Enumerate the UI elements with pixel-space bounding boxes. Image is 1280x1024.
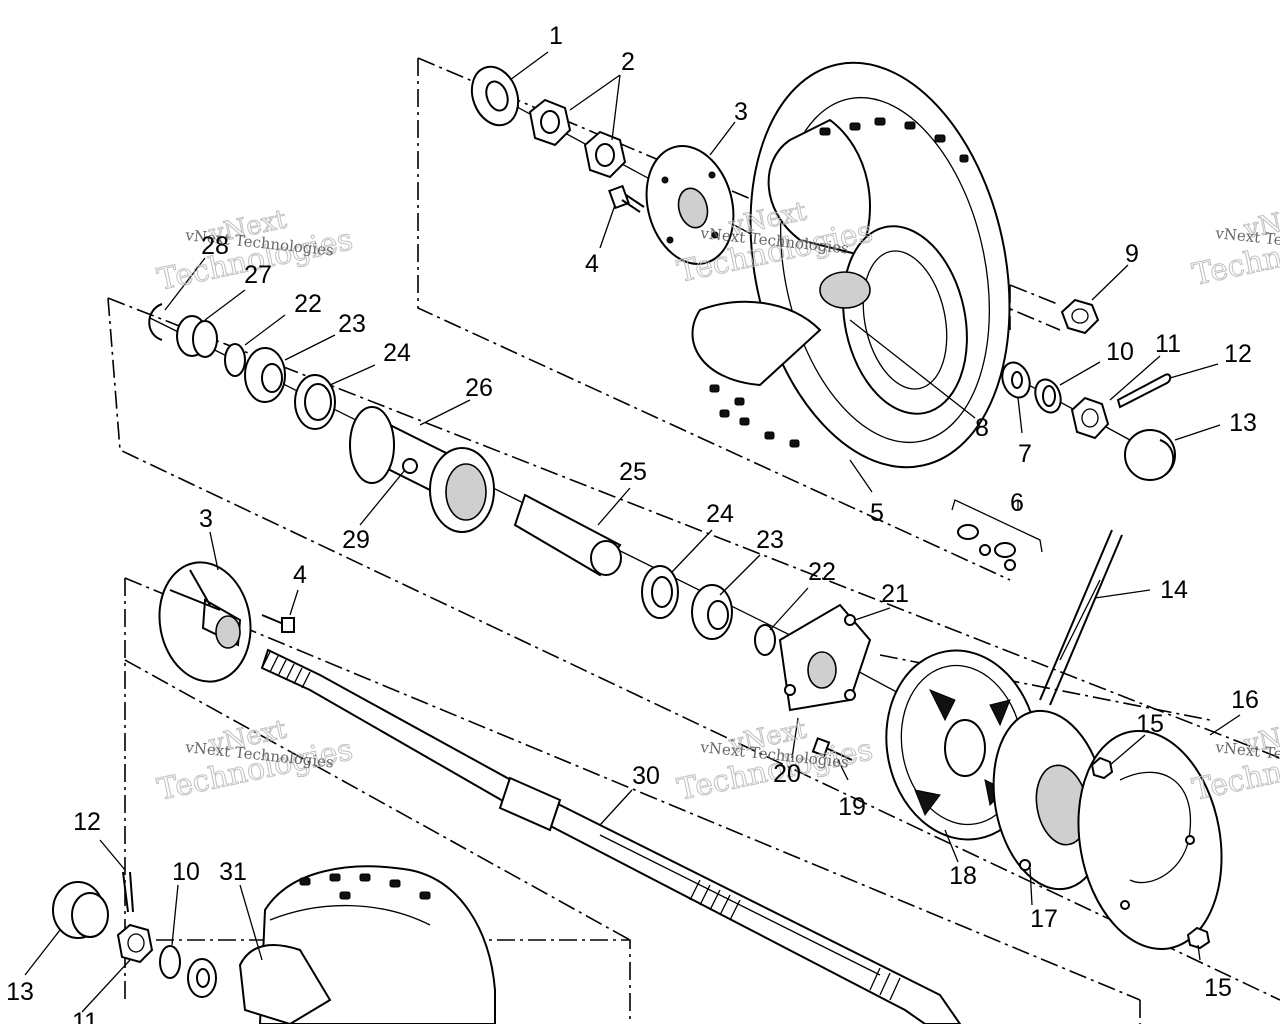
callout-8: 8 bbox=[975, 414, 989, 442]
part-9-nut bbox=[1060, 298, 1100, 335]
part-washer-lower bbox=[187, 958, 217, 998]
callout-6: 6 bbox=[1010, 489, 1024, 517]
part-24-bearing-upper bbox=[294, 374, 336, 430]
part-17-brake-hub bbox=[992, 709, 1108, 891]
part-10-ring-upper bbox=[1034, 378, 1062, 414]
callout-labels: 1 2 3 4 5 6 7 8 9 10 11 12 13 14 15 15 1… bbox=[6, 22, 1259, 1024]
callout-2: 2 bbox=[621, 48, 635, 76]
part-3-hub-lower bbox=[158, 561, 252, 683]
callout-1: 1 bbox=[549, 22, 563, 50]
callout-29: 29 bbox=[342, 526, 370, 554]
callout-15-lower: 15 bbox=[1204, 974, 1232, 1002]
part-24-bearing-lower bbox=[641, 565, 679, 619]
callout-12-lower: 12 bbox=[73, 808, 101, 836]
part-21-sprocket-hub bbox=[778, 603, 872, 712]
callout-4-upper: 4 bbox=[585, 250, 599, 278]
part-22-oring-upper bbox=[224, 343, 246, 377]
callout-7: 7 bbox=[1018, 440, 1032, 468]
callout-22-upper: 22 bbox=[294, 290, 322, 318]
leader-lines bbox=[24, 51, 1241, 1013]
part-12-cotter-pin-lower bbox=[122, 871, 134, 913]
callout-11-lower: 11 bbox=[72, 1008, 98, 1024]
part-15-nut-lower bbox=[1186, 926, 1211, 950]
part-25-spacer-tube bbox=[513, 493, 622, 577]
part-13-cap-upper bbox=[1124, 429, 1176, 481]
part-4-bolt-upper bbox=[608, 184, 645, 213]
callout-10-lower: 10 bbox=[172, 858, 200, 886]
callout-3-lower: 3 bbox=[199, 505, 213, 533]
part-30-axle bbox=[260, 648, 962, 1024]
callout-22-lower: 22 bbox=[808, 558, 836, 586]
callout-15-upper: 15 bbox=[1136, 710, 1164, 738]
callout-20: 20 bbox=[773, 760, 801, 788]
part-1-washer bbox=[470, 65, 520, 127]
part-26-bearing-carrier bbox=[349, 406, 495, 533]
callout-30: 30 bbox=[632, 762, 660, 790]
part-19-bolt bbox=[811, 737, 853, 761]
callout-19: 19 bbox=[838, 793, 866, 821]
callout-10-upper: 10 bbox=[1106, 338, 1134, 366]
callout-25: 25 bbox=[619, 458, 647, 486]
callout-31: 31 bbox=[219, 858, 247, 886]
callout-12-upper: 12 bbox=[1224, 340, 1252, 368]
callout-27: 27 bbox=[244, 261, 272, 289]
part-11-nut-upper bbox=[1070, 396, 1110, 440]
callout-16: 16 bbox=[1231, 686, 1259, 714]
part-23-seal-upper bbox=[244, 347, 286, 403]
part-23-seal-lower bbox=[691, 584, 733, 640]
callout-5: 5 bbox=[870, 499, 884, 527]
part-10-ring-lower bbox=[159, 945, 181, 979]
callout-9: 9 bbox=[1125, 240, 1139, 268]
callout-18: 18 bbox=[949, 862, 977, 890]
part-4-bolt-lower bbox=[261, 614, 295, 633]
part-28-snap-ring bbox=[148, 303, 163, 341]
callout-11-upper: 11 bbox=[1155, 330, 1181, 358]
callout-4-lower: 4 bbox=[293, 561, 307, 589]
part-6-chain-link bbox=[951, 499, 1043, 571]
part-22-oring-lower bbox=[754, 624, 776, 656]
part-13-cap-lower bbox=[52, 881, 109, 939]
part-16-brake-disc bbox=[1077, 729, 1223, 951]
part-2-nuts bbox=[528, 98, 627, 179]
callout-28: 28 bbox=[201, 232, 229, 260]
part-27-bushing bbox=[176, 315, 218, 358]
callout-24-lower: 24 bbox=[706, 500, 734, 528]
callout-23-upper: 23 bbox=[338, 310, 366, 338]
callout-21: 21 bbox=[881, 580, 909, 608]
part-12-cotter-pin-upper bbox=[1116, 373, 1172, 409]
part-31-wheel-lower bbox=[238, 865, 496, 1024]
part-11-nut-lower bbox=[116, 923, 154, 964]
part-7-washer bbox=[1001, 361, 1031, 399]
watermarks: vNext Technologies vNext Technologies vN… bbox=[154, 196, 1280, 808]
callout-26: 26 bbox=[465, 374, 493, 402]
callout-17: 17 bbox=[1030, 905, 1058, 933]
callout-3-upper: 3 bbox=[734, 98, 748, 126]
part-14-chain bbox=[1039, 529, 1123, 706]
callout-23-lower: 23 bbox=[756, 526, 784, 554]
part-15-nut-upper bbox=[1090, 756, 1114, 780]
part-5-wheel-tire bbox=[691, 61, 1011, 469]
callout-13-upper: 13 bbox=[1229, 409, 1257, 437]
part-3-hub-upper bbox=[645, 145, 735, 265]
callout-14: 14 bbox=[1160, 576, 1188, 604]
callout-24-upper: 24 bbox=[383, 339, 411, 367]
callout-13-lower: 13 bbox=[6, 978, 34, 1006]
